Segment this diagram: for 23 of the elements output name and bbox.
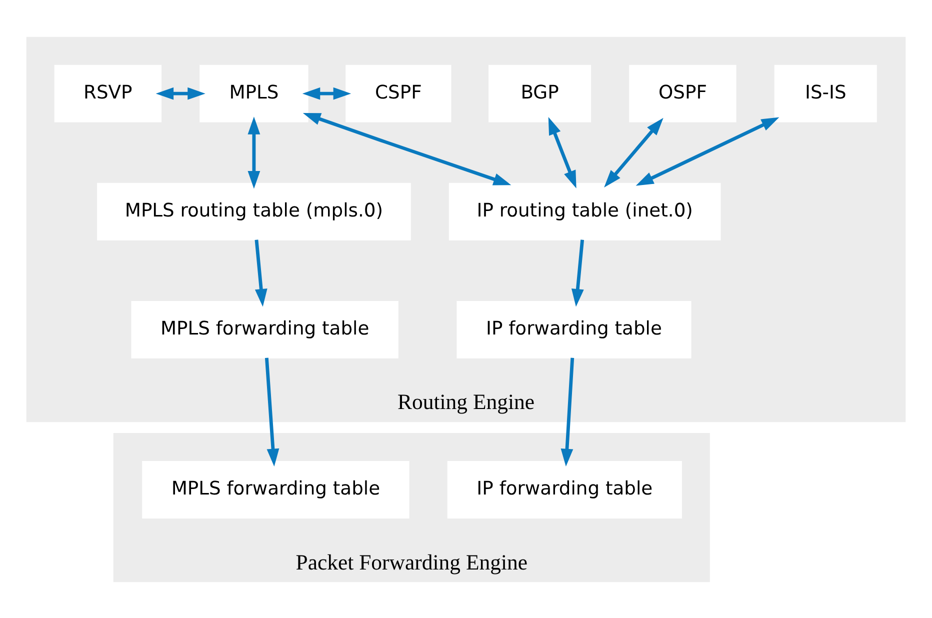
arrow bbox=[248, 116, 260, 188]
node-box: MPLS forwarding table bbox=[131, 300, 398, 358]
arrow bbox=[636, 116, 780, 186]
arrow bbox=[302, 86, 352, 100]
node-box: RSVP bbox=[54, 64, 162, 122]
node-box: IS-IS bbox=[774, 64, 877, 122]
node-box: OSPF bbox=[629, 64, 736, 122]
arrow bbox=[264, 357, 280, 466]
node-box: MPLS routing table (mpls.0) bbox=[97, 182, 411, 240]
arrow bbox=[560, 357, 574, 466]
node-box: IP forwarding table bbox=[447, 460, 682, 518]
arrow bbox=[571, 239, 584, 306]
arrow bbox=[254, 239, 268, 306]
arrow bbox=[156, 86, 206, 100]
arrow bbox=[548, 116, 576, 188]
node-box: CSPF bbox=[346, 64, 452, 122]
node-box: IP forwarding table bbox=[456, 300, 692, 358]
node-box: MPLS forwarding table bbox=[142, 460, 410, 518]
arrow bbox=[604, 117, 664, 187]
arrow bbox=[302, 112, 512, 185]
node-box: BGP bbox=[488, 64, 592, 122]
node-box: IP routing table (inet.0) bbox=[448, 182, 721, 240]
node-box: MPLS bbox=[200, 64, 308, 122]
